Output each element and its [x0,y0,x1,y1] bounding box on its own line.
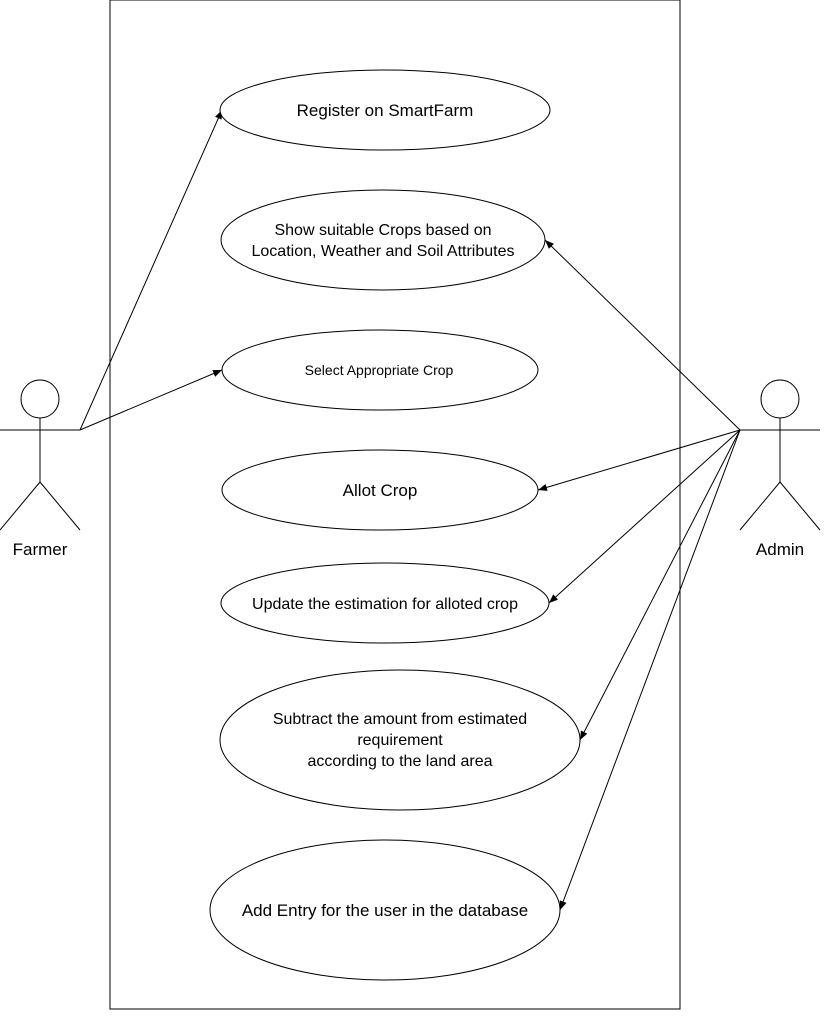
use-case-ellipse [209,839,561,981]
stick-figure-icon [0,379,81,531]
association-admin-to-update-estimation [548,429,741,604]
use-case-ellipse [220,189,546,291]
use-case-allot-crop[interactable]: Allot Crop [221,449,539,531]
use-case-ellipse [220,562,550,644]
use-case-ellipse [219,669,581,811]
use-case-add-entry[interactable]: Add Entry for the user in the database [209,839,561,981]
use-case-label-line-2: requirement [357,732,443,749]
use-case-show-crops[interactable]: Show suitable Crops based on Location, W… [220,189,546,291]
use-case-label: Select Appropriate Crop [305,362,454,378]
use-case-select-crop[interactable]: Select Appropriate Crop [221,329,539,411]
stick-figure-icon [739,379,821,531]
use-case-label: Add Entry for the user in the database [242,901,528,920]
association-admin-to-add-entry [559,429,741,911]
use-case-subtract-amount[interactable]: Subtract the amount from estimated requi… [219,669,581,811]
association-admin-to-allot-crop [537,429,741,491]
association-admin-to-show-crops [544,239,741,431]
use-case-ellipse [219,69,551,151]
use-case-ellipse [221,329,539,411]
use-case-label-line-3: according to the land area [307,753,492,770]
use-case-label-line-1: Subtract the amount from estimated [273,711,527,728]
actor-label: Farmer [13,540,68,559]
use-case-label-line-2: Location, Weather and Soil Attributes [252,243,515,260]
actor-admin[interactable]: Admin [739,379,821,562]
actor-label: Admin [756,540,804,559]
actor-farmer[interactable]: Farmer [0,379,81,562]
use-case-label: Allot Crop [343,481,418,500]
association-farmer-to-register [79,109,223,431]
use-case-update-estimation[interactable]: Update the estimation for alloted crop [220,562,550,644]
associations [79,109,741,911]
association-admin-to-subtract-amount [579,429,741,741]
use-case-register[interactable]: Register on SmartFarm [219,69,551,151]
association-farmer-to-select-crop [79,369,223,431]
use-case-label: Update the estimation for alloted crop [252,596,518,613]
use-case-label: Register on SmartFarm [297,101,474,120]
use-case-ellipse [221,449,539,531]
use-case-label-line-1: Show suitable Crops based on [274,222,491,239]
